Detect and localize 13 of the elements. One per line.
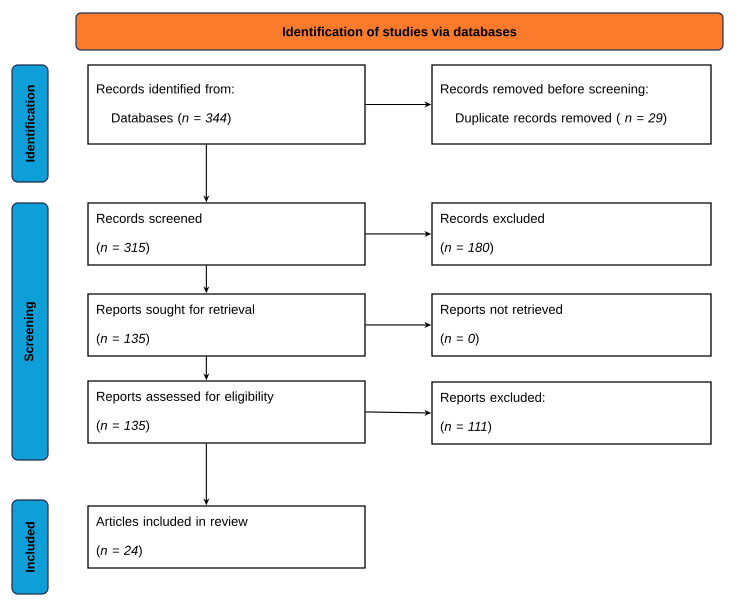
process-box: Articles included in review (n = 24) [87,505,366,569]
phase-tab: Screening [11,202,49,461]
process-box: Records removed before screening: Duplicate records removed ( n = 29) [431,64,712,145]
phase-tab: Identification [11,64,49,183]
process-box: Reports assessed for eligibility (n = 135) [87,380,366,444]
process-box: Records identified from: Databases (n = 344) [87,64,366,145]
phase-tab: Included [11,499,49,595]
process-box: Reports sought for retrieval (n = 135) [87,293,366,357]
process-box: Reports excluded: (n = 111) [431,381,712,445]
process-box: Records excluded (n = 180) [431,202,712,266]
process-box: Records screened (n = 315) [87,202,366,266]
section-header: Identification of studies via databases [75,12,724,51]
process-box: Reports not retrieved (n = 0) [431,293,712,357]
